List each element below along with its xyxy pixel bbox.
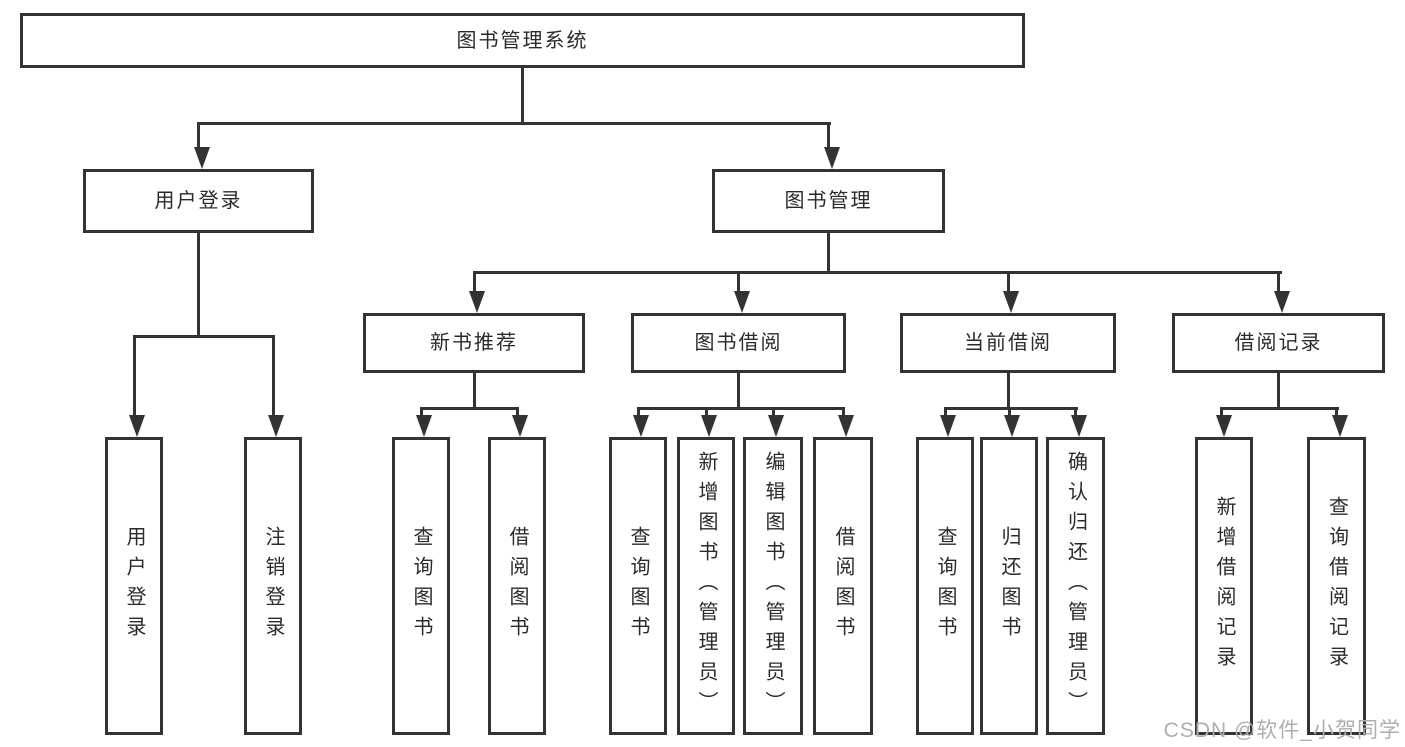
connector-hline	[196, 122, 831, 125]
watermark: CSDN @软件_小贺同学	[1163, 719, 1401, 742]
node-root: 图书管理系统	[20, 13, 1025, 68]
leaf-add-borrow-record: 新增借阅记录	[1195, 437, 1253, 735]
node-label: 图书管理系统	[456, 29, 589, 52]
node-label: 查询图书	[627, 526, 649, 646]
connector-arrow-down	[701, 407, 717, 437]
connector-vline	[737, 373, 740, 410]
connector-arrow-down	[1273, 271, 1290, 313]
leaf-return-books: 归还图书	[980, 437, 1038, 735]
connector-vline	[197, 233, 200, 338]
connector-arrow-down	[1070, 407, 1087, 437]
connector-arrow-down	[733, 271, 750, 313]
connector-arrow-down	[633, 407, 649, 437]
leaf-logout: 注销登录	[244, 437, 302, 735]
node-label: 图书借阅	[694, 332, 783, 354]
connector-arrow-down	[838, 407, 854, 437]
node-book-borrow: 图书借阅	[631, 313, 846, 373]
leaf-confirm-return-admin: 确认归还（管理员）	[1046, 437, 1105, 735]
node-label: 查询图书	[934, 526, 956, 646]
connector-arrow-down	[1003, 271, 1019, 313]
connector-hline	[943, 407, 1078, 410]
node-label: 编辑图书（管理员）	[762, 451, 784, 721]
connector-arrow-down	[1004, 407, 1020, 437]
leaf-borrow-books: 借阅图书	[813, 437, 873, 735]
leaf-query-books-current: 查询图书	[916, 437, 974, 735]
node-label: 借阅记录	[1234, 332, 1323, 354]
leaf-edit-books-admin: 编辑图书（管理员）	[743, 437, 803, 735]
connector-vline	[1006, 373, 1010, 410]
node-label: 借阅图书	[506, 526, 528, 646]
node-label: 查询图书	[410, 526, 432, 646]
connector-hline	[419, 407, 519, 410]
connector-vline	[521, 68, 524, 124]
node-label: 图书管理	[784, 190, 873, 212]
connector-arrow-down	[1331, 407, 1348, 437]
node-label: 用户登录	[123, 526, 145, 646]
connector-arrow-down	[768, 407, 784, 437]
node-label: 新增图书（管理员）	[695, 451, 717, 721]
connector-arrow-down	[512, 407, 528, 437]
node-label: 注销登录	[262, 526, 284, 646]
node-label: 归还图书	[998, 526, 1020, 646]
leaf-query-books-recommend: 查询图书	[392, 437, 450, 735]
node-current-borrow: 当前借阅	[900, 313, 1116, 373]
node-borrow-records: 借阅记录	[1172, 313, 1385, 373]
connector-hline	[1219, 407, 1339, 410]
node-book-management: 图书管理	[712, 169, 945, 233]
connector-hline	[132, 335, 275, 338]
connector-vline	[1277, 373, 1280, 410]
node-label: 用户登录	[154, 190, 243, 212]
connector-arrow-down	[193, 122, 210, 169]
connector-hline	[636, 407, 845, 410]
leaf-query-books-borrow: 查询图书	[609, 437, 667, 735]
node-label: 新书推荐	[430, 332, 518, 354]
connector-vline	[472, 373, 476, 410]
node-label: 当前借阅	[964, 332, 1052, 354]
connector-arrow-down	[129, 335, 145, 437]
connector-vline	[827, 233, 830, 274]
connector-arrow-down	[1216, 407, 1232, 437]
node-new-book-recommend: 新书推荐	[363, 313, 585, 373]
node-label: 确认归还（管理员）	[1064, 451, 1087, 721]
leaf-query-borrow-record: 查询借阅记录	[1307, 437, 1366, 735]
connector-arrow-down	[823, 122, 840, 169]
connector-arrow-down	[469, 271, 485, 313]
node-label: 新增借阅记录	[1213, 496, 1235, 676]
node-label: 借阅图书	[832, 526, 854, 646]
connector-arrow-down	[268, 335, 284, 437]
node-label: 查询借阅记录	[1325, 496, 1348, 676]
leaf-borrow-books-recommend: 借阅图书	[488, 437, 546, 735]
leaf-user-login: 用户登录	[105, 437, 163, 735]
connector-arrow-down	[416, 407, 432, 437]
node-user-login: 用户登录	[83, 169, 314, 233]
connector-hline	[472, 271, 1282, 274]
leaf-add-books-admin: 新增图书（管理员）	[677, 437, 735, 735]
connector-arrow-down	[940, 407, 956, 437]
